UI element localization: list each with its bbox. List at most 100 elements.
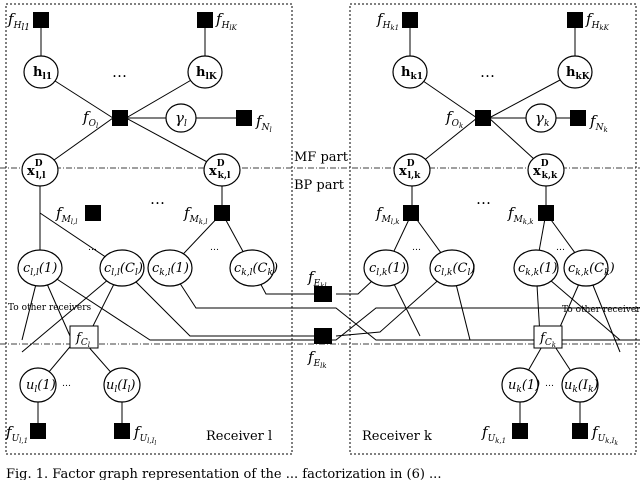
svg-text:…: …: [62, 379, 71, 389]
bp-part-label: BP part: [294, 178, 345, 193]
factor-f-o-k: [475, 110, 491, 126]
factor-f-m-ll: [85, 205, 101, 221]
factor-f-u-l1: [30, 423, 46, 439]
factor-f-c-k: [533, 325, 563, 349]
variable-c-lk-1: [363, 249, 409, 287]
factor-f-m-kk: [538, 205, 554, 221]
variable-h-l1: [23, 55, 59, 89]
svg-text:xDl,l: xDl,l: [27, 159, 46, 181]
factor-f-e-kl: [314, 286, 332, 302]
svg-text:…: …: [545, 379, 554, 389]
receiver-l-edges: [21, 20, 640, 430]
svg-text:…: …: [210, 243, 219, 253]
variable-x-kl: [203, 153, 241, 187]
svg-text:…: …: [112, 63, 127, 81]
svg-text:fUk,Ik: fUk,Ik: [591, 423, 618, 447]
svg-text:…: …: [480, 63, 495, 81]
variable-x-kk: [527, 153, 565, 187]
svg-text:fMl,k: fMl,k: [375, 204, 400, 226]
svg-text:fOl: fOl: [82, 108, 98, 130]
factor-f-h-lk: [197, 12, 213, 28]
svg-text:fUl,1: fUl,1: [5, 423, 28, 445]
svg-text:fCk: fCk: [539, 331, 556, 349]
factor-f-u-lil: [114, 423, 130, 439]
mf-part-label: MF part: [294, 150, 349, 165]
svg-text:ck,l(Ck): ck,l(Ck): [234, 261, 278, 278]
svg-text:cl,l(Cl): cl,l(Cl): [104, 261, 143, 278]
factor-f-u-k1: [512, 423, 528, 439]
factor-f-n-l: [236, 110, 252, 126]
svg-text:fNl: fNl: [255, 112, 272, 134]
figure-caption: Fig. 1. Factor graph representation of t…: [6, 467, 441, 480]
svg-text:…: …: [556, 243, 565, 253]
variable-gamma-k: [525, 103, 557, 133]
svg-text:cl,l(1): cl,l(1): [23, 261, 57, 278]
svg-text:xDl,k: xDl,k: [399, 159, 421, 181]
svg-text:ck,l(1): ck,l(1): [152, 261, 189, 278]
variable-gamma-l: [165, 103, 197, 133]
svg-text:cl,k(1): cl,k(1): [369, 261, 406, 278]
svg-text:γk: γk: [535, 109, 549, 129]
variable-c-kl-ck: [229, 249, 275, 287]
variable-c-kk-1: [513, 249, 559, 287]
svg-text:fHl1: fHl1: [7, 10, 30, 33]
svg-text:xDk,l: xDk,l: [209, 159, 231, 181]
variable-h-lk: [187, 55, 223, 89]
svg-text:fHkK: fHkK: [585, 10, 610, 32]
variable-c-ll-1: [17, 249, 63, 287]
svg-text:cl,k(Cl): cl,k(Cl): [434, 261, 475, 278]
variable-x-lk: [393, 153, 431, 187]
variable-u-k-1: [501, 367, 539, 403]
variable-h-kk: [557, 55, 593, 89]
variable-h-k1: [392, 55, 428, 89]
factor-f-e-lk: [314, 328, 332, 344]
variable-c-kl-1: [147, 249, 193, 287]
factor-f-u-kik: [572, 423, 588, 439]
factor-f-n-k: [570, 110, 586, 126]
receiver-k-nodes: [363, 12, 609, 439]
svg-text:…: …: [150, 190, 165, 208]
receiver-l-name: Receiver l: [206, 429, 272, 444]
factor-f-m-kl: [214, 205, 230, 221]
svg-text:uk(Ik): uk(Ik): [564, 378, 599, 395]
svg-text:fOk: fOk: [445, 108, 463, 130]
svg-text:fUl,Il: fUl,Il: [133, 423, 156, 447]
factor-f-m-lk: [403, 205, 419, 221]
variable-u-l-1: [19, 367, 57, 403]
variable-c-lk-cl: [429, 249, 475, 287]
label-f-e-kl: fEkl: [307, 268, 327, 290]
svg-text:hkK: hkK: [566, 65, 591, 82]
factor-f-h-kk: [567, 12, 583, 28]
svg-text:fCl: fCl: [75, 331, 90, 349]
label-f-e-lk: fElk: [307, 348, 327, 370]
svg-text:hk1: hk1: [401, 65, 423, 82]
svg-text:ul(Il): ul(Il): [106, 378, 135, 395]
svg-text:hl1: hl1: [33, 65, 52, 82]
factor-f-h-k1: [402, 12, 418, 28]
factor-f-o-l: [112, 110, 128, 126]
svg-text:…: …: [476, 190, 491, 208]
svg-text:fHk1: fHk1: [376, 10, 399, 32]
svg-text:fNk: fNk: [589, 112, 608, 134]
svg-text:uk(1): uk(1): [508, 378, 540, 395]
svg-text:fMk,k: fMk,k: [507, 204, 534, 226]
to-other-receivers-k: To other receivers: [562, 305, 640, 315]
svg-text:…: …: [88, 243, 97, 253]
variable-c-ll-cl: [99, 249, 145, 287]
svg-text:xDk,k: xDk,k: [533, 159, 558, 181]
receiver-l-nodes: [17, 12, 275, 439]
svg-text:fMk,l: fMk,l: [183, 204, 208, 226]
svg-text:…: …: [412, 243, 421, 253]
svg-text:ul(1): ul(1): [26, 378, 56, 395]
to-other-receivers-l: To other receivers: [8, 303, 91, 313]
svg-text:ck,k(Ck): ck,k(Ck): [568, 261, 615, 278]
svg-text:fHlK: fHlK: [215, 10, 238, 32]
svg-text:γl: γl: [175, 109, 187, 129]
variable-u-l-il: [103, 367, 141, 403]
svg-text:hlK: hlK: [196, 65, 218, 82]
factor-f-c-l: [69, 325, 99, 349]
factor-f-h-l1: [33, 12, 49, 28]
